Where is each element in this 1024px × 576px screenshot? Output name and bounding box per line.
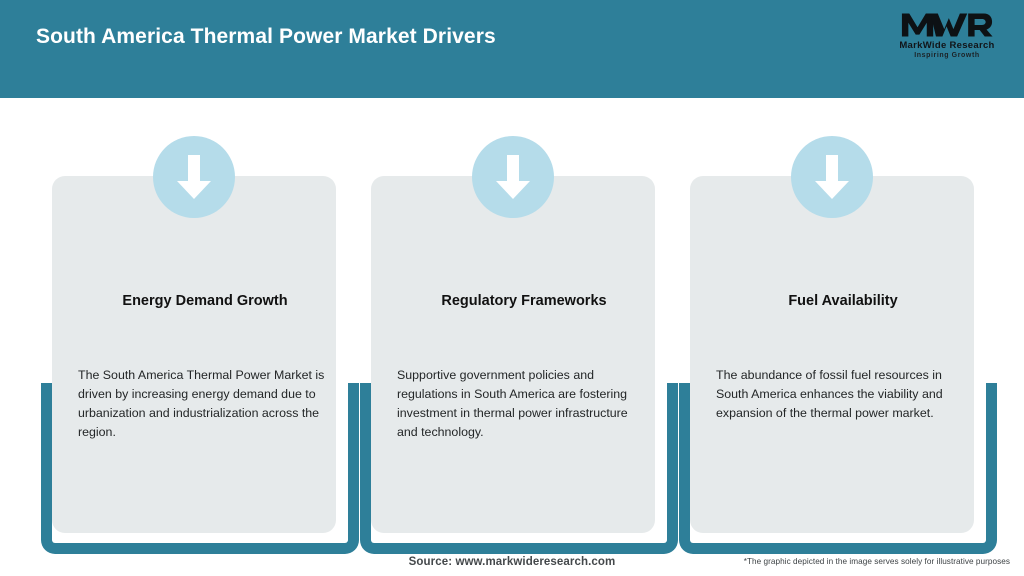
card-title: Energy Demand Growth bbox=[122, 293, 288, 309]
arrow-down-glyph bbox=[177, 155, 211, 199]
card-body-text: The South America Thermal Power Market i… bbox=[78, 368, 325, 440]
card-body-text: Supportive government policies and regul… bbox=[397, 368, 628, 440]
driver-card: Regulatory Frameworks Supportive governm… bbox=[360, 136, 678, 554]
driver-card: Fuel Availability The abundance of fossi… bbox=[679, 136, 997, 554]
card-panel: Fuel Availability The abundance of fossi… bbox=[690, 176, 974, 533]
disclaimer-note: *The graphic depicted in the image serve… bbox=[743, 557, 1010, 566]
card-accent-frame bbox=[679, 383, 997, 554]
mwr-logo-icon bbox=[901, 13, 993, 37]
arrow-down-glyph bbox=[815, 155, 849, 199]
header-band: South America Thermal Power Market Drive… bbox=[0, 0, 1024, 98]
logo-tagline: Inspiring Growth bbox=[914, 51, 980, 59]
card-panel: Regulatory Frameworks Supportive governm… bbox=[371, 176, 655, 533]
card-accent-frame bbox=[41, 383, 359, 554]
arrow-down-icon bbox=[153, 136, 235, 218]
arrow-down-glyph bbox=[496, 155, 530, 199]
card-body-text: The abundance of fossil fuel resources i… bbox=[716, 368, 943, 421]
arrow-down-icon bbox=[472, 136, 554, 218]
source-label: Source: www.markwideresearch.com bbox=[408, 556, 616, 568]
card-accent-frame bbox=[360, 383, 678, 554]
brand-logo: MarkWide Research Inspiring Growth bbox=[888, 8, 1006, 62]
page-title: South America Thermal Power Market Drive… bbox=[36, 25, 496, 48]
driver-card: Energy Demand Growth The South America T… bbox=[41, 136, 359, 554]
card-panel: Energy Demand Growth The South America T… bbox=[52, 176, 336, 533]
card-title: Regulatory Frameworks bbox=[441, 293, 607, 309]
arrow-down-icon bbox=[791, 136, 873, 218]
card-title: Fuel Availability bbox=[788, 293, 898, 309]
logo-company-name: MarkWide Research bbox=[899, 40, 995, 52]
